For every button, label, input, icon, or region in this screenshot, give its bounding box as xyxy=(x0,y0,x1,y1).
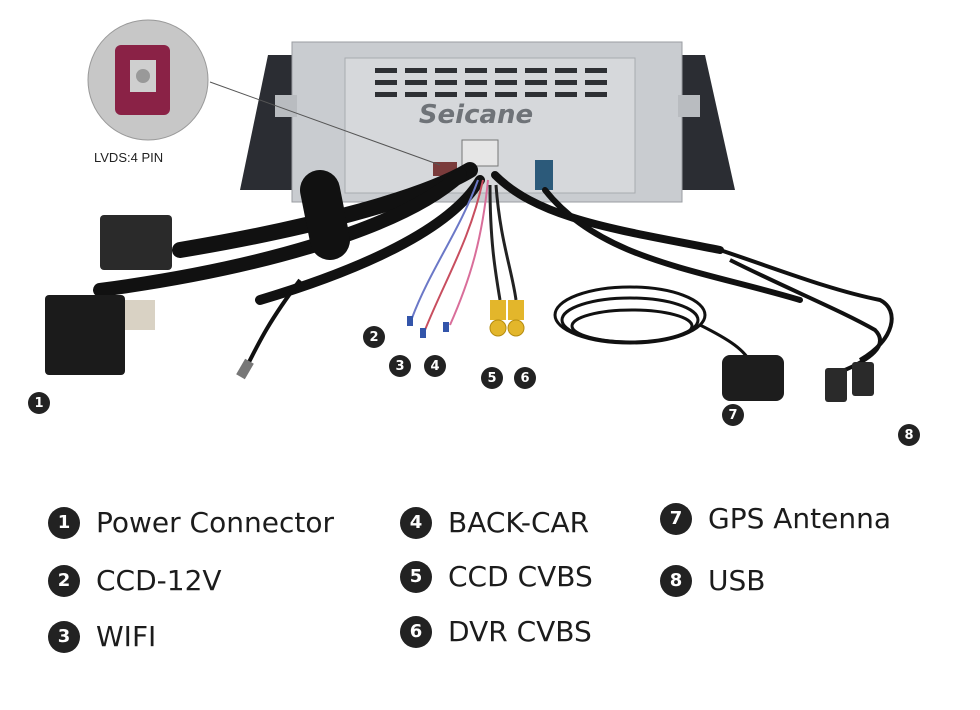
wiring-diagram: Seicane xyxy=(28,19,920,446)
main-port xyxy=(461,139,499,167)
legend-label: CCD-12V xyxy=(96,564,222,597)
vent-slots xyxy=(375,68,607,97)
callout-7: 7 xyxy=(722,404,744,426)
legend-item-ccd-12v: 2 CCD-12V xyxy=(48,564,222,597)
callout-2: 2 xyxy=(363,326,385,348)
legend-number: 6 xyxy=(400,615,432,648)
legend-number: 3 xyxy=(48,620,80,653)
usb-cables xyxy=(719,248,894,374)
legend-label: BACK-CAR xyxy=(448,506,590,539)
legend-number: 4 xyxy=(400,506,432,539)
usb-plug-1 xyxy=(825,368,847,402)
rca-connectors xyxy=(489,300,525,337)
callout-5: 5 xyxy=(481,367,503,389)
legend-label: CCD CVBS xyxy=(448,560,593,593)
legend-item-back-car: 4 BACK-CAR xyxy=(400,506,589,539)
legend-label: WIFI xyxy=(96,620,157,653)
usb-plug-2 xyxy=(852,362,874,396)
callout-4: 4 xyxy=(424,355,446,377)
legend-item-wifi: 3 WIFI xyxy=(48,620,156,653)
signal-wires xyxy=(411,179,518,331)
product-illustration: Seicane xyxy=(45,19,894,402)
lvds-pointer-line xyxy=(209,81,441,166)
legend-number: 2 xyxy=(48,564,80,597)
legend-label: Power Connector xyxy=(96,506,334,539)
harness-cables xyxy=(93,162,803,305)
callout-1: 1 xyxy=(28,392,50,414)
brand-logo: Seicane xyxy=(419,100,533,130)
lvds-label: LVDS:4 PIN xyxy=(94,150,164,165)
power-connector xyxy=(45,215,172,375)
callout-3: 3 xyxy=(389,355,411,377)
gps-cable xyxy=(553,285,754,366)
legend-number: 5 xyxy=(400,560,432,593)
legend-item-power-connector: 1 Power Connector xyxy=(48,506,334,539)
callout-6: 6 xyxy=(514,367,536,389)
gps-port xyxy=(535,160,553,190)
legend-label: GPS Antenna xyxy=(708,502,892,535)
legend-item-ccd-cvbs: 5 CCD CVBS xyxy=(400,560,593,593)
legend-number: 7 xyxy=(660,502,692,535)
callout-8: 8 xyxy=(898,424,920,446)
gps-antenna xyxy=(722,355,784,401)
aux-jack xyxy=(236,358,254,380)
legend-number: 1 xyxy=(48,506,80,539)
legend-number: 8 xyxy=(660,564,692,597)
legend-item-gps-antenna: 7 GPS Antenna xyxy=(660,502,891,535)
legend-item-dvr-cvbs: 6 DVR CVBS xyxy=(400,615,592,648)
legend-item-usb: 8 USB xyxy=(660,564,765,597)
legend-label: USB xyxy=(708,564,766,597)
legend-label: DVR CVBS xyxy=(448,615,592,648)
